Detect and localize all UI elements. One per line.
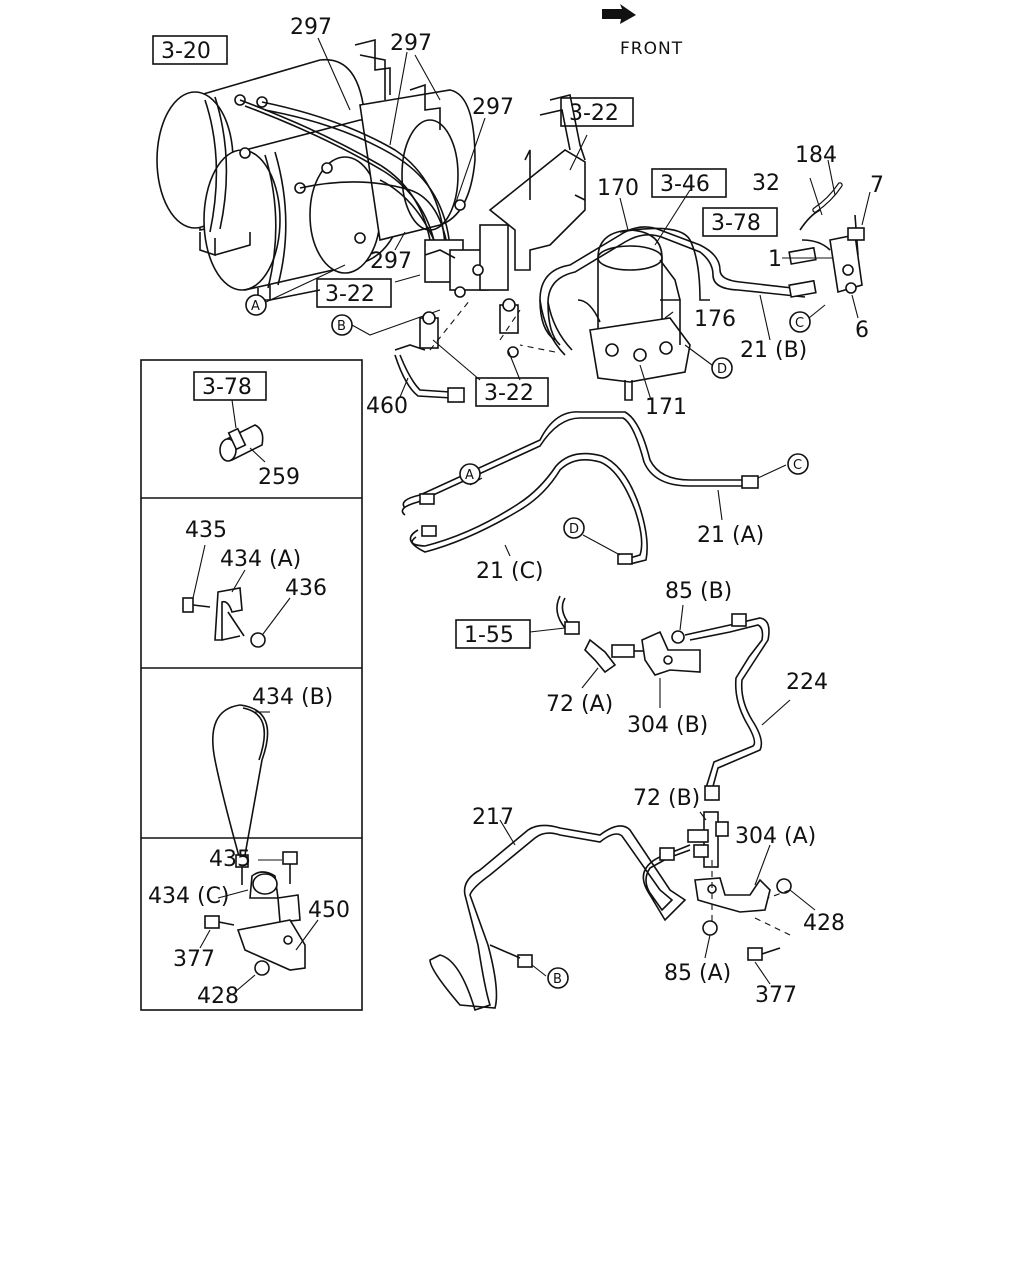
- part-label: 259: [258, 465, 300, 490]
- svg-text:B: B: [553, 972, 562, 987]
- part-label: 428: [803, 911, 845, 936]
- svg-text:C: C: [793, 458, 802, 473]
- part-label: 224: [786, 670, 828, 695]
- air-dryer: [577, 229, 691, 401]
- part-label: 297: [390, 31, 432, 56]
- part-label: 6: [855, 318, 869, 343]
- front-label: FRONT: [620, 39, 683, 59]
- part-label: 217: [472, 805, 514, 830]
- svg-text:3-46: 3-46: [660, 172, 710, 197]
- svg-text:C: C: [795, 316, 804, 331]
- part-label: 21 (B): [740, 338, 807, 363]
- part-label: 297: [370, 249, 412, 274]
- pipe-21a-21c: [401, 411, 759, 565]
- part-label: 304 (B): [627, 713, 708, 738]
- part-label: 377: [173, 947, 215, 972]
- part-label: 21 (A): [697, 523, 764, 548]
- svg-text:A: A: [465, 468, 474, 483]
- svg-text:3-22: 3-22: [484, 381, 534, 406]
- svg-text:1-55: 1-55: [464, 623, 514, 648]
- connector-c-mid: C: [787, 453, 809, 475]
- air-tank-assembly: [156, 38, 476, 301]
- pipe-224: [684, 613, 770, 801]
- part-label: 435: [185, 518, 227, 543]
- svg-text:D: D: [717, 362, 727, 377]
- connector-d-top: D: [711, 357, 733, 379]
- connector-d-mid: D: [563, 517, 585, 539]
- svg-text:B: B: [337, 319, 346, 334]
- connector-b-low: B: [547, 967, 569, 989]
- svg-text:3-20: 3-20: [161, 39, 211, 64]
- connector-c-top: C: [789, 311, 811, 333]
- part-label: 428: [197, 984, 239, 1009]
- elbow-72a: [584, 638, 645, 674]
- part-label: 435: [209, 847, 251, 872]
- part-label: 170: [597, 176, 639, 201]
- part-label: 184: [795, 143, 837, 168]
- ref-box-3-22-low[interactable]: 3-22: [475, 377, 549, 407]
- part-label: 21 (C): [476, 559, 544, 584]
- svg-text:D: D: [569, 522, 579, 537]
- part-label: 297: [290, 15, 332, 40]
- part-label: 450: [308, 898, 350, 923]
- bracket-304a: [694, 877, 792, 961]
- ref-box-3-22-top[interactable]: 3-22: [560, 97, 634, 127]
- part-label: 297: [472, 95, 514, 120]
- ref-box-3-78-top[interactable]: 3-78: [702, 207, 778, 237]
- connector-b-top: B: [331, 314, 353, 336]
- connector-a-mid: A: [459, 463, 481, 485]
- part-label: 304 (A): [735, 824, 816, 849]
- part-label: 32: [752, 171, 780, 196]
- detail-panels: [140, 359, 363, 1011]
- svg-text:3-22: 3-22: [325, 282, 375, 307]
- grommet-259: [219, 424, 264, 462]
- part-label: 72 (B): [633, 786, 700, 811]
- ref-box-3-22-mid[interactable]: 3-22: [316, 278, 392, 308]
- part-label: 434 (B): [252, 685, 333, 710]
- clip-assembly-a: [182, 587, 266, 648]
- clamp-assembly-c: [204, 851, 306, 976]
- fitting-cluster: [788, 182, 865, 298]
- ref-box-3-20[interactable]: 3-20: [152, 35, 228, 65]
- part-label: 85 (B): [665, 579, 732, 604]
- svg-text:3-22: 3-22: [569, 101, 619, 126]
- part-label: 7: [870, 173, 884, 198]
- svg-text:3-78: 3-78: [711, 211, 761, 236]
- svg-text:3-78: 3-78: [202, 375, 252, 400]
- part-label: 436: [285, 576, 327, 601]
- part-label: 1: [768, 247, 782, 272]
- pipe-460: [394, 298, 519, 403]
- pipe-217: [429, 824, 691, 1012]
- part-label: 72 (A): [546, 692, 613, 717]
- tee-fitting-72b: [687, 811, 729, 868]
- part-label: 460: [366, 394, 408, 419]
- ref-box-1-55[interactable]: 1-55: [455, 619, 531, 649]
- part-label: 434 (A): [220, 547, 301, 572]
- ref-box-3-46[interactable]: 3-46: [651, 168, 727, 198]
- front-arrow-icon: [602, 4, 636, 24]
- valve-block: [424, 94, 586, 298]
- part-label: 176: [694, 307, 736, 332]
- part-label: 377: [755, 983, 797, 1008]
- part-label: 434 (C): [148, 884, 230, 909]
- part-label: 85 (A): [664, 961, 731, 986]
- ref-box-3-78-panel[interactable]: 3-78: [193, 371, 267, 401]
- connector-a-top: A: [245, 294, 267, 316]
- part-label: 171: [645, 395, 687, 420]
- svg-text:A: A: [251, 299, 260, 314]
- bracket-304b: [641, 630, 701, 676]
